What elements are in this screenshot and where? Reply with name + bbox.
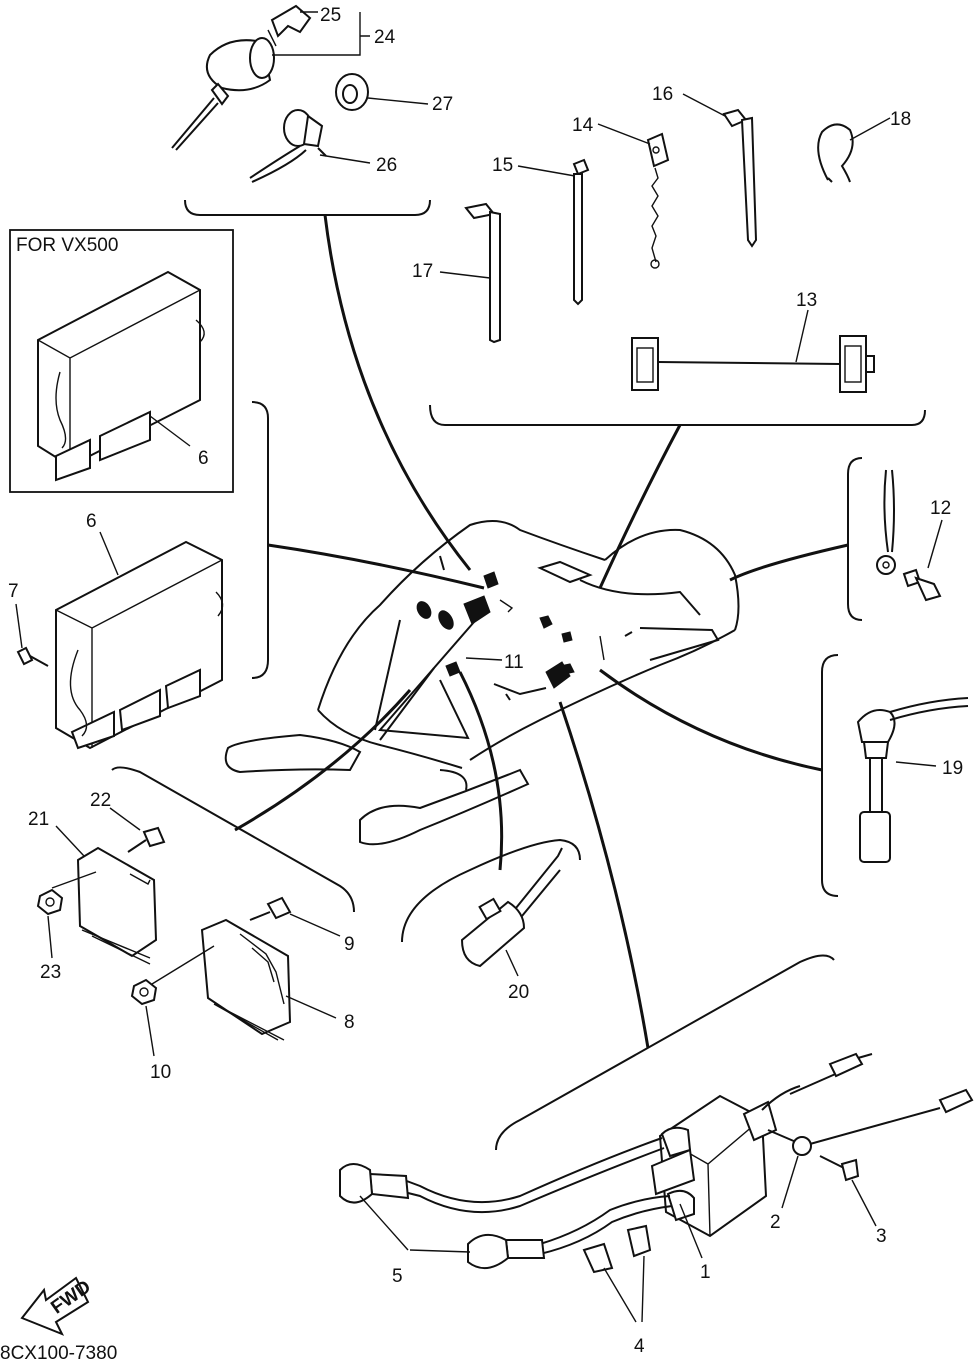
bolt-9-part <box>249 896 292 921</box>
callout-label: 1 <box>700 1262 711 1283</box>
callout-label: 3 <box>876 1226 887 1247</box>
cap-part <box>335 73 369 111</box>
inset-title: FOR VX500 <box>16 235 118 256</box>
band-16-part <box>722 108 758 248</box>
callout-label: 2 <box>770 1212 781 1233</box>
callout-label: 19 <box>942 758 963 779</box>
cdi-unit-inset-part <box>37 270 205 482</box>
callout-label: 11 <box>504 652 524 673</box>
callout-label: 16 <box>652 84 673 105</box>
lead-13-part <box>631 335 875 393</box>
callout-label: 4 <box>634 1336 645 1357</box>
callout-label: 12 <box>930 498 951 519</box>
callout-label: 7 <box>8 581 19 602</box>
condenser-20-part <box>401 838 581 968</box>
bolt-7-part <box>16 646 49 667</box>
vehicle-frame <box>224 520 740 846</box>
main-switch-group <box>171 4 431 216</box>
callout-label: 8 <box>344 1012 355 1033</box>
callout-label: 9 <box>344 934 355 955</box>
callout-label: 15 <box>492 155 513 176</box>
callout-label: 6 <box>198 448 209 469</box>
callout-label: 10 <box>150 1062 171 1083</box>
callout-label: 21 <box>28 809 49 830</box>
connectors-11-part <box>377 571 605 741</box>
screw-3-part <box>819 1155 860 1182</box>
band-17-part <box>464 202 501 344</box>
leader-wires <box>234 214 849 1049</box>
stop-switch-part <box>249 109 327 183</box>
callout-label: 26 <box>376 155 397 176</box>
main-switch-part <box>171 4 312 151</box>
regulator-8-part <box>200 918 292 1041</box>
callout-label: 13 <box>796 290 817 311</box>
callout-label: 22 <box>90 790 111 811</box>
clip-14-part <box>646 132 670 269</box>
sensor-19-part <box>856 697 969 863</box>
callout-label: 6 <box>86 511 97 532</box>
cdi-unit-main-part <box>55 540 224 750</box>
callout-label: 14 <box>572 115 594 136</box>
harness-hardware-group <box>429 93 926 426</box>
fwd-arrow-icon <box>20 1276 90 1336</box>
vx500-inset <box>9 229 234 493</box>
bolt-22-part <box>127 826 166 853</box>
callout-label: 5 <box>392 1266 403 1287</box>
rectifier-21-part <box>76 846 158 965</box>
clamp-18-part <box>817 123 854 183</box>
callout-label: 25 <box>320 5 341 26</box>
ignition-coil-1-part <box>650 1094 778 1238</box>
clamps-4-part <box>582 1224 652 1274</box>
catalog-code: 8CX100-7380 <box>0 1343 117 1361</box>
cable-tie-part <box>572 158 590 306</box>
callout-label: 18 <box>890 109 911 130</box>
callout-label: 24 <box>374 27 396 48</box>
callout-label: 20 <box>508 982 529 1003</box>
nut-10-part <box>130 978 158 1006</box>
callout-label: 17 <box>412 261 433 282</box>
callout-label: 23 <box>40 962 61 983</box>
callout-label: 27 <box>432 94 453 115</box>
ground-terminal-12-part <box>876 469 942 602</box>
nut-23-part <box>36 888 64 916</box>
ht-leads-part <box>339 1137 673 1269</box>
